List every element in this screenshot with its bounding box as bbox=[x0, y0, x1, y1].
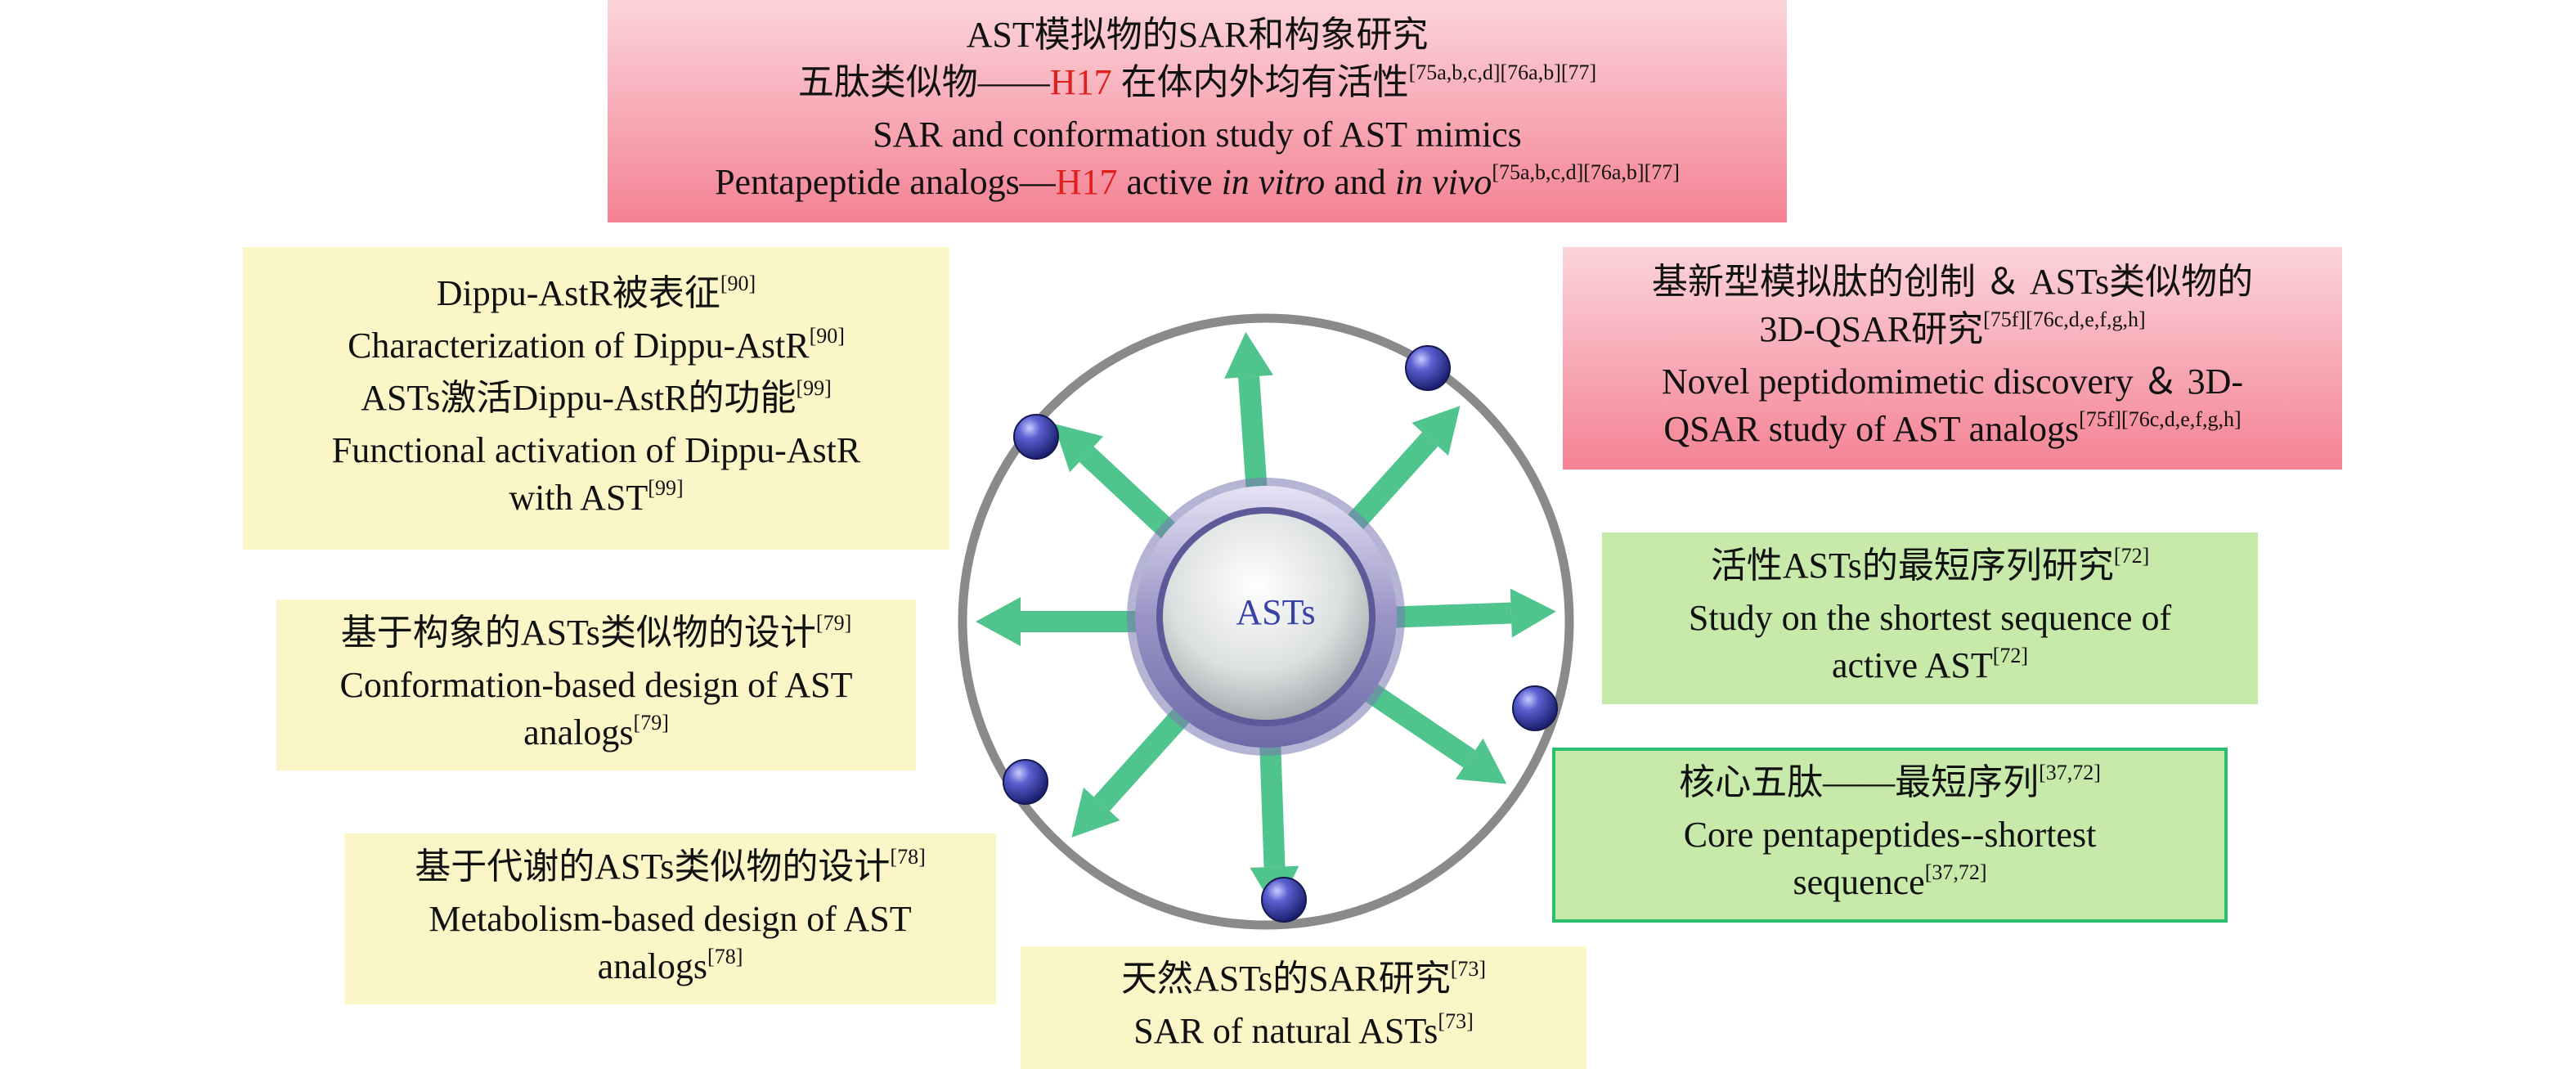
orbit-spheres bbox=[1003, 345, 1558, 923]
arrow-up bbox=[1224, 331, 1273, 509]
box-line: Pentapeptide analogs—H17 active in vitro… bbox=[715, 160, 1680, 202]
center-label: ASTs bbox=[1236, 592, 1316, 632]
box-line: QSAR study of AST analogs[75f][76c,d,e,f… bbox=[1663, 407, 2242, 449]
box-line: 天然ASTs的SAR研究[73] bbox=[1120, 957, 1487, 999]
box-line: Characterization of Dippu-AstR[90] bbox=[348, 324, 845, 366]
box-core-pentapeptides: 核心五肽——最短序列[37,72] Core pentapeptides--sh… bbox=[1552, 748, 2228, 923]
arrow-down-right bbox=[1354, 676, 1507, 784]
box-line: SAR and conformation study of AST mimics bbox=[873, 115, 1522, 155]
box-line: Core pentapeptides--shortest bbox=[1683, 815, 2097, 855]
box-line: active AST[72] bbox=[1831, 644, 2029, 685]
box-line: 五肽类似物——H17 在体内外均有活性[75a,b,c,d][76a,b][77… bbox=[797, 61, 1597, 102]
sphere-top-left bbox=[1013, 414, 1059, 460]
box-shortest-sequence: 活性ASTs的最短序列研究[72] Study on the shortest … bbox=[1602, 532, 2258, 704]
box-line: sequence[37,72] bbox=[1793, 860, 1987, 902]
box-line: 基于代谢的ASTs类似物的设计[78] bbox=[415, 844, 926, 887]
outer-ring bbox=[958, 313, 1574, 930]
sphere-bottom bbox=[1261, 877, 1307, 923]
box-peptidomimetic-qsar: 基新型模拟肽的创制 ＆ ASTs类似物的 3D-QSAR研究[75f][76c,… bbox=[1563, 247, 2342, 469]
box-line: 3D-QSAR研究[75f][76c,d,e,f,g,h] bbox=[1759, 308, 2146, 349]
box-line: Dippu-AstR被表征[90] bbox=[436, 272, 756, 313]
box-dippu-astr: Dippu-AstR被表征[90] Characterization of Di… bbox=[243, 247, 949, 550]
box-line: SAR of natural ASTs[73] bbox=[1133, 1009, 1474, 1051]
box-line: with AST[99] bbox=[509, 476, 684, 518]
box-line: analogs[79] bbox=[523, 710, 669, 752]
box-line: AST模拟物的SAR和构象研究 bbox=[966, 15, 1429, 55]
sphere-right bbox=[1512, 685, 1558, 731]
box-metabolism-design: 基于代谢的ASTs类似物的设计[78] Metabolism-based des… bbox=[344, 833, 996, 1004]
sphere-left bbox=[1003, 759, 1048, 805]
box-line: analogs[78] bbox=[597, 944, 743, 986]
arrow-down-left bbox=[1071, 699, 1197, 838]
box-conformation-design: 基于构象的ASTs类似物的设计[79] Conformation-based d… bbox=[276, 600, 916, 770]
box-line: Functional activation of Dippu-AstR bbox=[331, 430, 861, 470]
box-natural-asts: 天然ASTs的SAR研究[73] SAR of natural ASTs[73] bbox=[1021, 946, 1586, 1069]
box-line: ASTs激活Dippu-AstR的功能[99] bbox=[361, 376, 832, 418]
box-line: 基于构象的ASTs类似物的设计[79] bbox=[340, 610, 852, 653]
arrow-left bbox=[976, 597, 1151, 646]
box-sar-conformation: AST模拟物的SAR和构象研究 五肽类似物——H17 在体内外均有活性[75a,… bbox=[608, 0, 1787, 222]
box-line: Study on the shortest sequence of bbox=[1688, 598, 2172, 638]
box-line: 核心五肽——最短序列[37,72] bbox=[1679, 761, 2101, 802]
sphere-top-right bbox=[1405, 345, 1451, 391]
arrow-right bbox=[1380, 588, 1556, 638]
box-line: Metabolism-based design of AST bbox=[429, 898, 912, 939]
center-hub bbox=[1127, 478, 1405, 756]
box-line: Conformation-based design of AST bbox=[339, 664, 853, 705]
box-line: 活性ASTs的最短序列研究[72] bbox=[1710, 544, 2150, 586]
box-line: Novel peptidomimetic discovery ＆ 3D- bbox=[1661, 362, 2244, 402]
box-line: 基新型模拟肽的创制 ＆ ASTs类似物的 bbox=[1651, 262, 2254, 302]
